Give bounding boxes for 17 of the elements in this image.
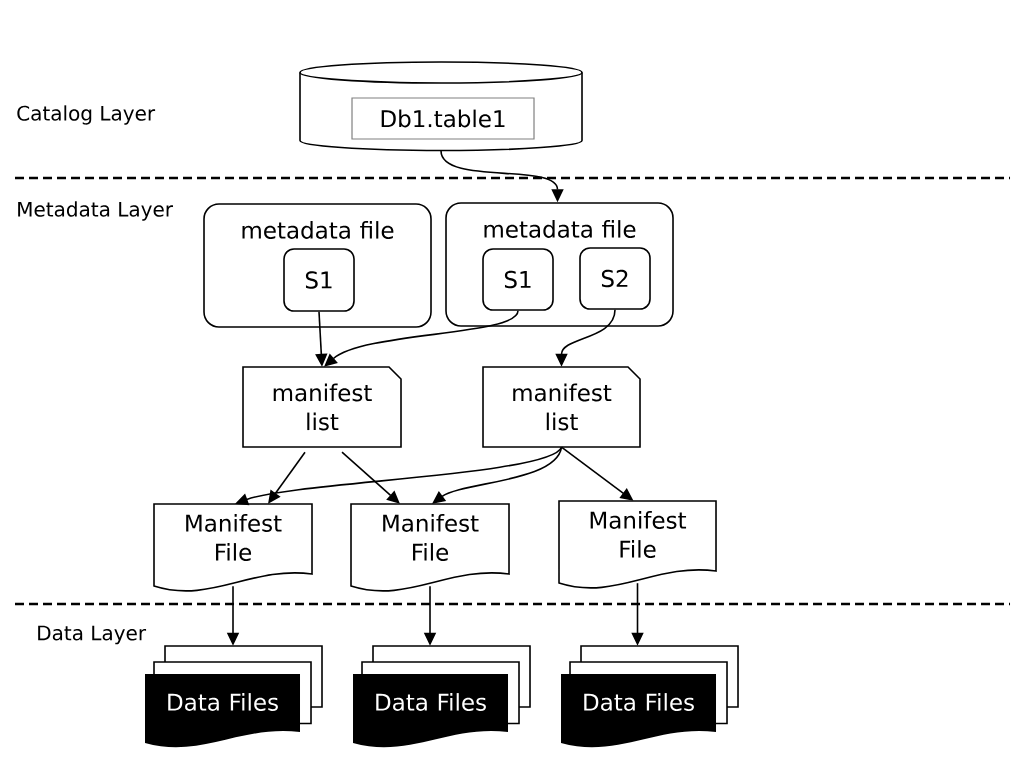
- arrow: [268, 451, 306, 504]
- arrow: [432, 446, 563, 504]
- database-cylinder: [299, 61, 583, 152]
- folded-document: manifest list: [482, 366, 641, 448]
- layer-label: Catalog Layer: [17, 105, 156, 125]
- table-box: Db1.table1: [351, 97, 535, 140]
- arrow: [341, 451, 400, 504]
- layer-label: Data Layer: [38, 625, 147, 645]
- document-stack: Data Files: [145, 645, 323, 748]
- document-stack: Data Files: [353, 645, 531, 748]
- arrow: [324, 310, 519, 367]
- snapshot-box: S2: [579, 247, 651, 310]
- snapshot-box: S1: [283, 248, 355, 312]
- document-stack: Data Files: [561, 645, 739, 748]
- snapshot-box: S1: [482, 248, 554, 311]
- layer-label: Metadata Layer: [18, 201, 173, 221]
- folded-document: manifest list: [242, 366, 402, 448]
